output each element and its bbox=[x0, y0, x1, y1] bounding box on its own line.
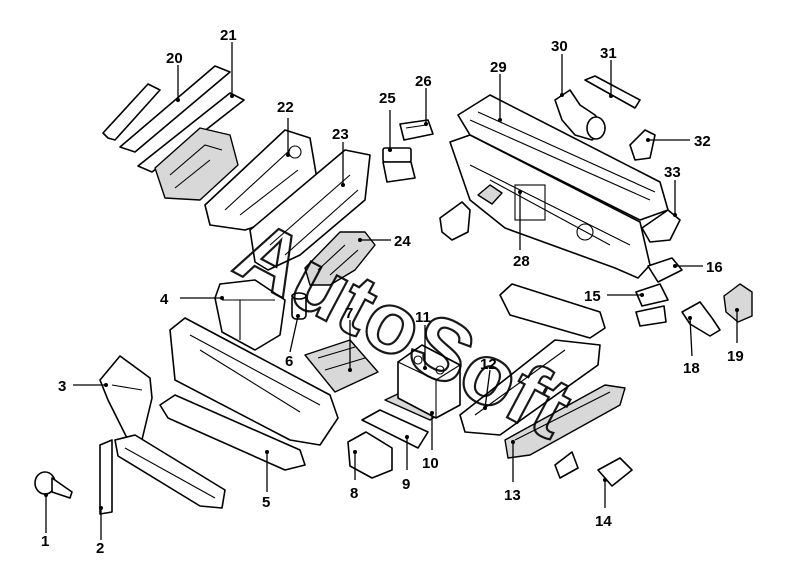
callout-2: 2 bbox=[96, 540, 104, 557]
part-24 bbox=[304, 231, 376, 286]
part-32 bbox=[629, 129, 656, 161]
part-apron-left bbox=[154, 127, 239, 201]
part-3 bbox=[99, 355, 153, 449]
callout-26: 26 bbox=[415, 73, 432, 90]
part-19 bbox=[723, 283, 753, 323]
callout-22: 22 bbox=[277, 99, 294, 116]
callout-4: 4 bbox=[160, 291, 169, 308]
callout-6: 6 bbox=[285, 353, 293, 370]
callout-29: 29 bbox=[490, 59, 507, 76]
callout-7: 7 bbox=[345, 305, 353, 322]
part-8 bbox=[347, 431, 393, 479]
callout-13: 13 bbox=[504, 487, 521, 504]
callout-20: 20 bbox=[166, 50, 183, 67]
callout-1: 1 bbox=[41, 533, 49, 550]
part-11 bbox=[397, 344, 461, 419]
callout-5: 5 bbox=[262, 494, 270, 511]
callout-28: 28 bbox=[513, 253, 530, 270]
callout-23: 23 bbox=[332, 126, 349, 143]
callout-12: 12 bbox=[480, 356, 497, 373]
callout-18: 18 bbox=[683, 360, 700, 377]
part-26 bbox=[399, 119, 434, 141]
part-1 bbox=[34, 471, 73, 499]
callout-25: 25 bbox=[379, 90, 396, 107]
part-4 bbox=[214, 279, 286, 351]
part-9 bbox=[361, 409, 429, 449]
part-33 bbox=[641, 209, 681, 243]
part-6 bbox=[291, 292, 307, 320]
callout-14: 14 bbox=[595, 513, 612, 530]
part-12 bbox=[459, 339, 601, 436]
part-7 bbox=[304, 339, 379, 393]
part-30 bbox=[554, 89, 606, 141]
part-lower-crossmember bbox=[114, 434, 226, 509]
part-subframe-upper bbox=[499, 283, 606, 339]
callout-10: 10 bbox=[422, 455, 439, 472]
part-13 bbox=[504, 384, 626, 459]
callout-33: 33 bbox=[664, 164, 681, 181]
callout-21: 21 bbox=[220, 27, 237, 44]
part-21 bbox=[119, 65, 245, 173]
part-20 bbox=[102, 83, 161, 141]
callout-15: 15 bbox=[584, 288, 601, 305]
callout-3: 3 bbox=[58, 378, 66, 395]
part-28 bbox=[449, 134, 651, 279]
leader-lines bbox=[45, 42, 738, 540]
part-31 bbox=[584, 75, 641, 109]
callout-8: 8 bbox=[350, 485, 358, 502]
part-23 bbox=[249, 149, 371, 271]
leader-dots bbox=[44, 93, 739, 510]
callout-19: 19 bbox=[727, 348, 744, 365]
part-14 bbox=[554, 451, 633, 487]
callout-labels: 1 2 3 4 5 6 7 8 9 10 11 12 13 14 15 16 1… bbox=[41, 27, 744, 557]
callout-9: 9 bbox=[402, 476, 410, 493]
part-25 bbox=[382, 147, 416, 183]
callout-30: 30 bbox=[551, 38, 568, 55]
callout-16: 16 bbox=[706, 259, 723, 276]
part-18 bbox=[681, 301, 721, 337]
part-15 bbox=[635, 283, 669, 327]
part-16 bbox=[647, 257, 683, 283]
callout-32: 32 bbox=[694, 133, 711, 150]
callout-31: 31 bbox=[600, 45, 617, 62]
callout-24: 24 bbox=[394, 233, 411, 250]
part-2 bbox=[99, 439, 113, 515]
callout-11: 11 bbox=[415, 309, 431, 326]
part-fuse-unit bbox=[439, 201, 471, 241]
